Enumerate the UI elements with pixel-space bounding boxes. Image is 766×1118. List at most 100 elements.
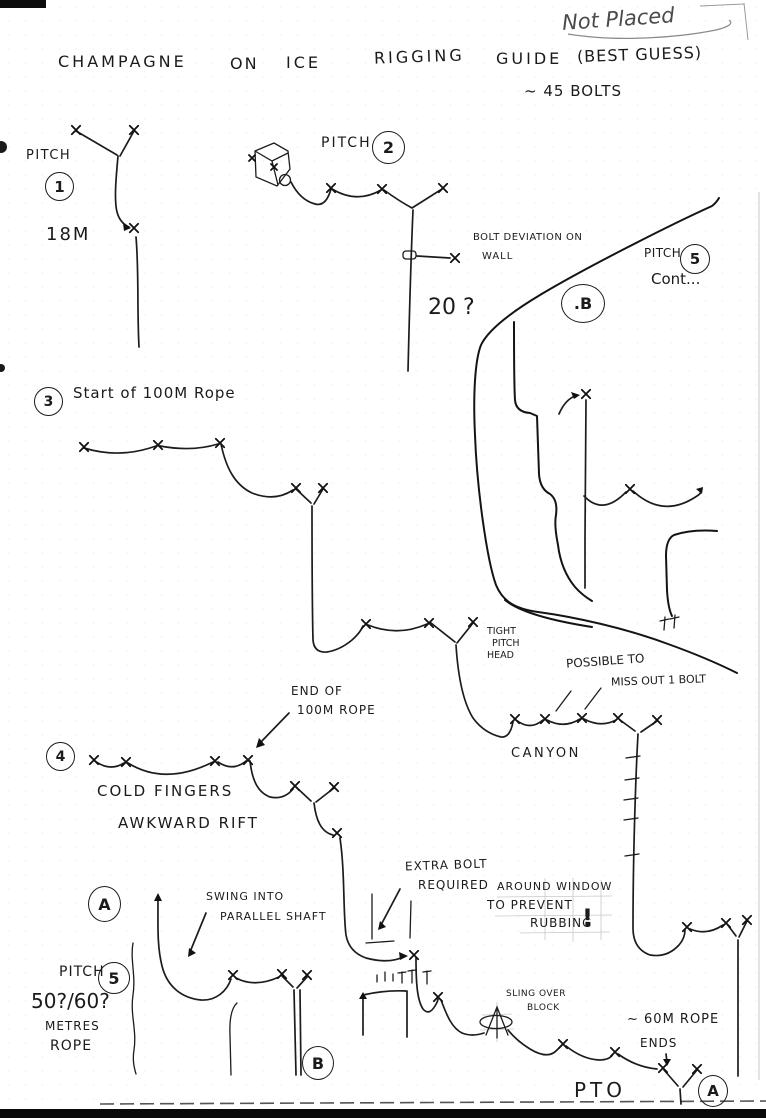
start-100m-rope-note: Start of 100M Rope	[73, 384, 236, 402]
bolt-x-mark	[509, 713, 521, 725]
pitch1-number-badge: 1	[45, 172, 74, 201]
bolt-x-mark	[128, 222, 140, 234]
canyon-y-hang	[619, 719, 658, 733]
rope-tick-mark	[623, 817, 639, 821]
bolt-x-mark	[290, 482, 302, 494]
pitch5-rope-length: METRES	[45, 1019, 100, 1033]
bolt-x-mark	[289, 780, 301, 792]
rope-60m-note: ~ 60M ROPE	[627, 1012, 720, 1027]
route3-drop	[220, 443, 294, 498]
sling-loop	[479, 1014, 513, 1030]
scan-bottom-line	[99, 1100, 766, 1105]
bolt-x-mark	[691, 1063, 703, 1075]
route4-traverse	[127, 761, 214, 776]
cave-wall-inner-line	[513, 321, 593, 602]
bolt-x-mark	[467, 616, 479, 628]
pitch1-label: PITCH	[26, 148, 72, 163]
bolt-x-mark	[276, 968, 288, 980]
bolt-x-mark	[360, 618, 372, 630]
bolt-x-mark	[270, 163, 278, 171]
bolt-x-mark	[580, 388, 592, 400]
pitch5cont-number-badge: 5	[680, 244, 710, 274]
pto-label: PTO	[574, 1078, 627, 1102]
canyon-drop-rope	[632, 733, 686, 957]
bottom-traverse	[507, 1029, 563, 1056]
cold-fingers-label: COLD FINGERS	[97, 782, 234, 800]
rope-arrowhead	[696, 487, 703, 494]
window-note: RUBBING	[530, 916, 593, 930]
rope-60m-note: ENDS	[640, 1036, 678, 1050]
pitch1-y-hang	[75, 130, 135, 157]
rope-arrowhead	[123, 223, 131, 231]
bolt-x-mark	[227, 969, 239, 981]
bolt-x-mark	[242, 754, 254, 766]
pitch5-label: PITCH	[59, 964, 105, 980]
corner-note-underline	[567, 19, 732, 39]
cave-wall-right-line	[665, 529, 718, 617]
pitch5cont-swing-rope-2	[632, 488, 703, 508]
corner-note-bracket	[699, 2, 749, 41]
point-a-badge: A	[88, 886, 121, 922]
pitch5cont-swing-rope	[583, 491, 627, 506]
end-100m-rope-note: END OF	[291, 684, 343, 698]
bolt-x-mark	[437, 182, 449, 194]
pitch2-y-hang	[383, 188, 443, 209]
rope-arrowhead	[399, 952, 408, 960]
title-word: CHAMPAGNE	[58, 52, 187, 71]
pitch5-rope-length: 50?/60?	[31, 989, 110, 1013]
rope-arrowhead	[359, 992, 367, 999]
graph-paper-grid	[494, 878, 613, 942]
mid-traverse	[367, 623, 428, 632]
anchor-ring	[278, 173, 292, 187]
bolt-x-mark	[70, 124, 82, 136]
rope-tick-mark	[624, 777, 640, 781]
tight-pitch-head-note: PITCH	[492, 638, 520, 649]
scan-left-notch	[0, 141, 7, 153]
bolt-x-mark	[720, 917, 732, 929]
title-word: ON	[230, 54, 259, 73]
awkward-rift-label: AWKWARD RIFT	[118, 814, 259, 832]
title-word: GUIDE	[496, 49, 563, 68]
bolt-x-mark	[612, 712, 624, 724]
arrowhead	[256, 738, 265, 748]
bolt-x-mark	[449, 252, 461, 264]
pendulum-rope	[157, 897, 232, 1001]
bolt-x-mark	[609, 1046, 621, 1058]
sling-note: SLING OVER	[506, 989, 566, 999]
bolt-x-mark	[408, 949, 420, 961]
bottom-drop-rope	[415, 957, 439, 1013]
bottom-traverse	[565, 1045, 614, 1061]
scan-corner-mark	[0, 0, 46, 8]
bolt-x-mark	[78, 441, 90, 453]
canyon-traverse	[583, 718, 617, 725]
bolt-x-mark	[328, 781, 340, 793]
window-note: AROUND WINDOW	[497, 880, 613, 893]
double-arrow-marks	[659, 614, 680, 631]
window-sketch	[365, 893, 412, 944]
arrowhead	[188, 948, 196, 957]
depth-query-note: 20 ?	[428, 295, 475, 320]
lower-right-traverse	[689, 924, 724, 933]
bolt-x-mark	[576, 712, 588, 724]
parallel-shaft-y-hang	[281, 975, 308, 989]
pitch5-rope-length: ROPE	[50, 1038, 93, 1054]
bolt-count-note: ~ 45 BOLTS	[524, 82, 623, 100]
parallel-shaft-stem	[293, 989, 302, 1076]
title-word: ICE	[286, 53, 321, 72]
bolt-markers-layer	[70, 124, 753, 1075]
canyon-label: CANYON	[511, 746, 581, 761]
bolt-x-mark	[248, 154, 256, 162]
route4-traverse	[217, 760, 247, 768]
bottom-swing-rope	[440, 999, 485, 1036]
rope-arrowhead	[571, 392, 580, 399]
parallel-shaft-traverse	[235, 976, 280, 984]
bolt-x-mark	[209, 755, 221, 767]
pitch2-label: PITCH	[321, 135, 372, 151]
scan-bottom-bar	[0, 1109, 766, 1118]
bolt-x-mark	[657, 1062, 669, 1074]
final-y-hang	[663, 1069, 698, 1105]
possible-leader-lines	[555, 687, 602, 712]
bolt-x-mark	[325, 182, 337, 194]
